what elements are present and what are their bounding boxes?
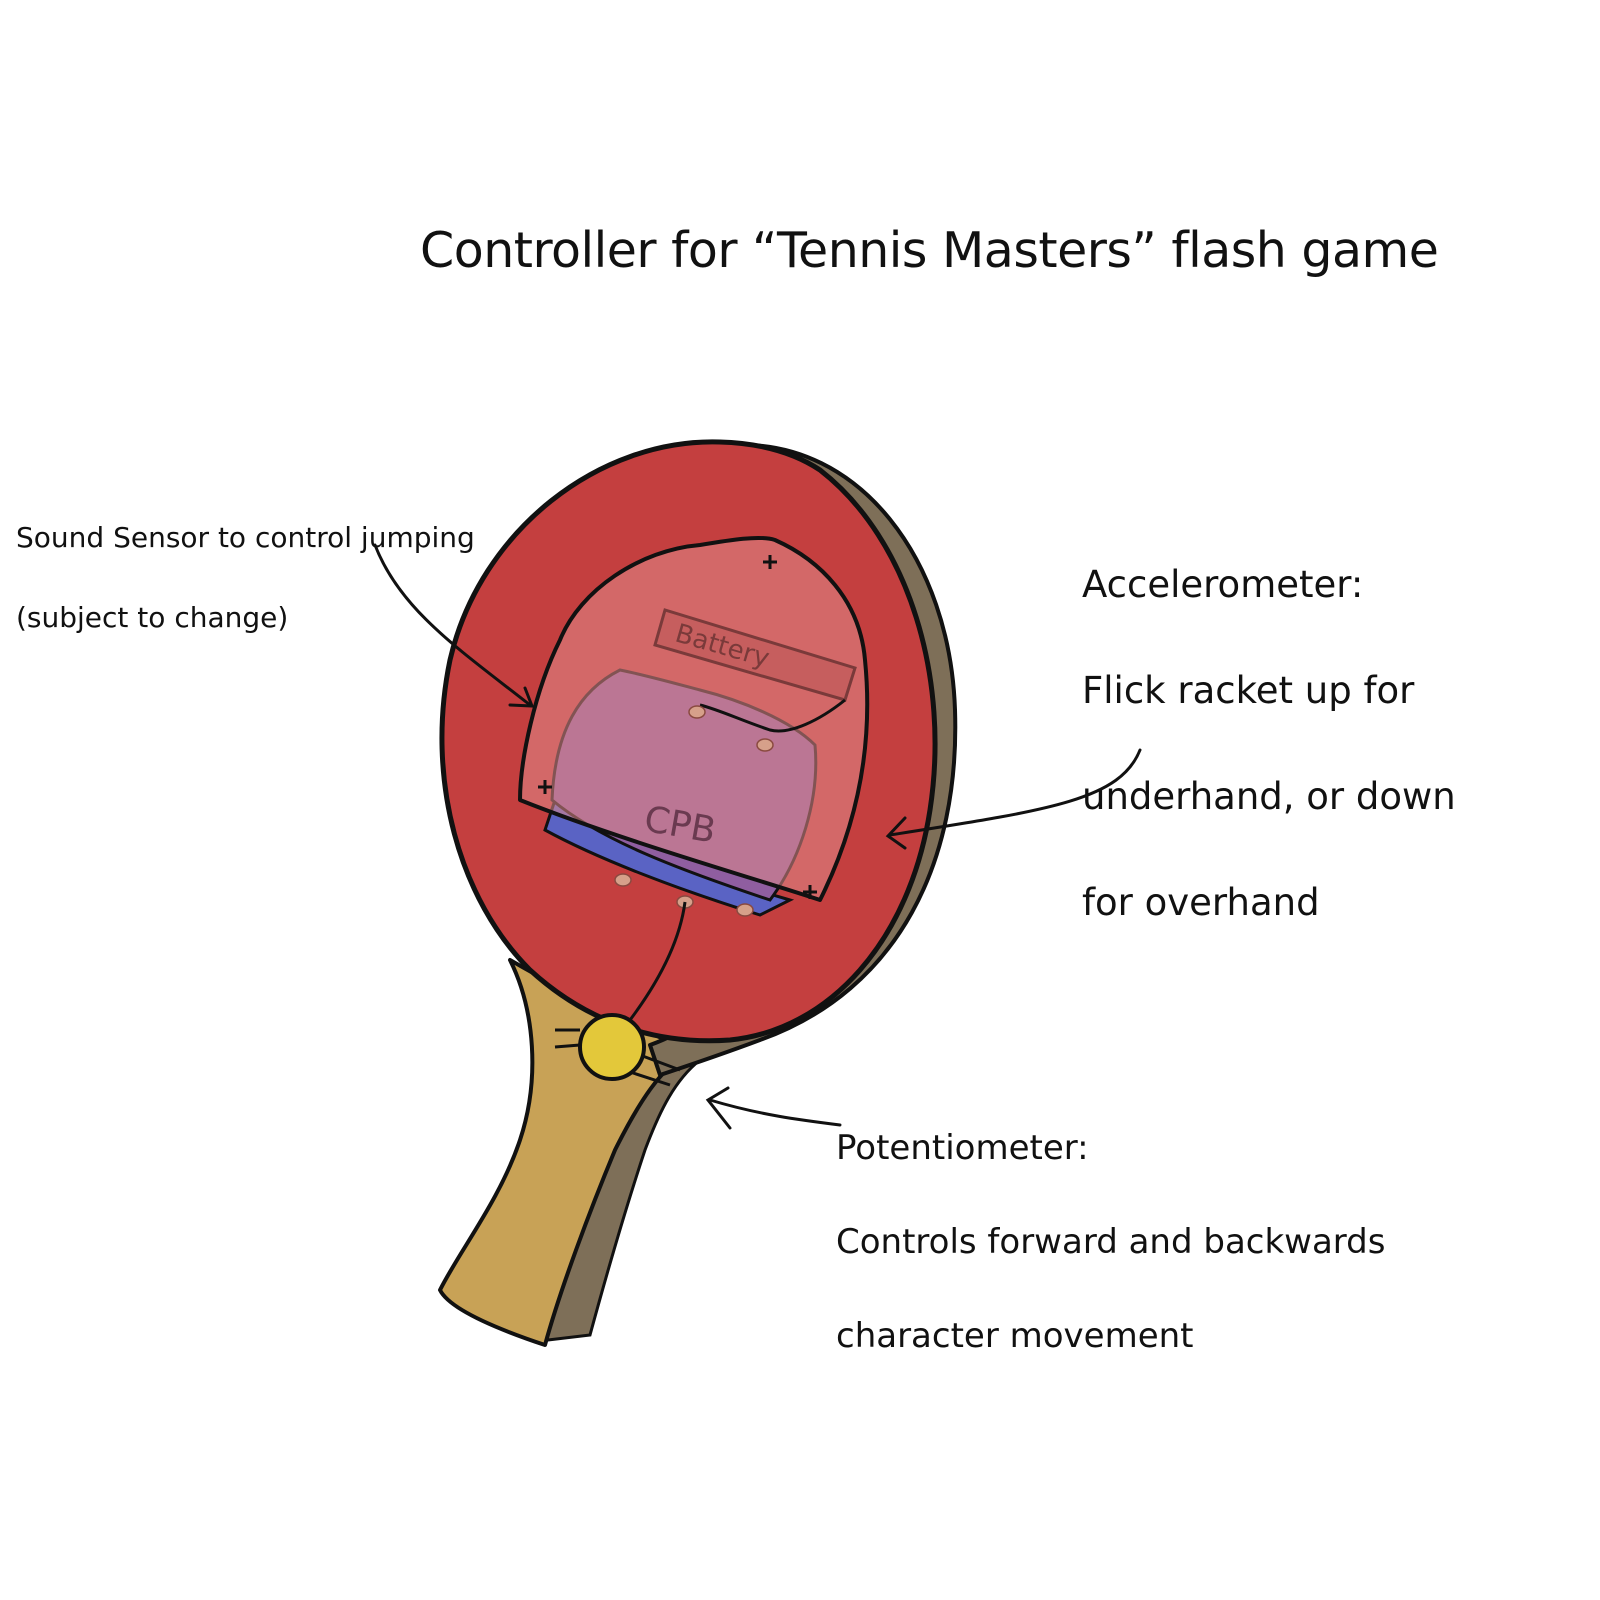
accelerometer-line-4: for overhand [1082, 881, 1320, 924]
battery-wire [699, 698, 846, 733]
diagram-title: Controller for “Tennis Masters” flash ga… [420, 222, 1439, 279]
potentiometer [554, 1013, 681, 1087]
potentiometer-wire [628, 901, 687, 1021]
accelerometer-line-2: Flick racket up for [1082, 669, 1415, 712]
screw-marks [538, 555, 817, 899]
potentiometer-label: Potentiometer: Controls forward and back… [836, 1078, 1385, 1407]
accelerometer-label: Accelerometer: Flick racket up for under… [1082, 505, 1456, 982]
potentiometer-line-2: Controls forward and backwards [836, 1222, 1386, 1262]
sound-sensor-label: Sound Sensor to control jumping (subject… [16, 478, 475, 678]
accelerometer-line-1: Accelerometer: [1082, 563, 1364, 606]
potentiometer-line-3: character movement [836, 1316, 1194, 1356]
sound-sensor-line-2: (subject to change) [16, 601, 289, 634]
sound-sensor-line-1: Sound Sensor to control jumping [16, 521, 475, 554]
accelerometer-line-3: underhand, or down [1082, 775, 1456, 818]
potentiometer-line-1: Potentiometer: [836, 1128, 1089, 1168]
board-pads [614, 705, 774, 917]
translucent-cover [518, 535, 870, 902]
accelerometer-arrow [885, 748, 1142, 850]
potentiometer-arrow [705, 1086, 842, 1130]
sound-sensor-arrow [373, 543, 535, 708]
